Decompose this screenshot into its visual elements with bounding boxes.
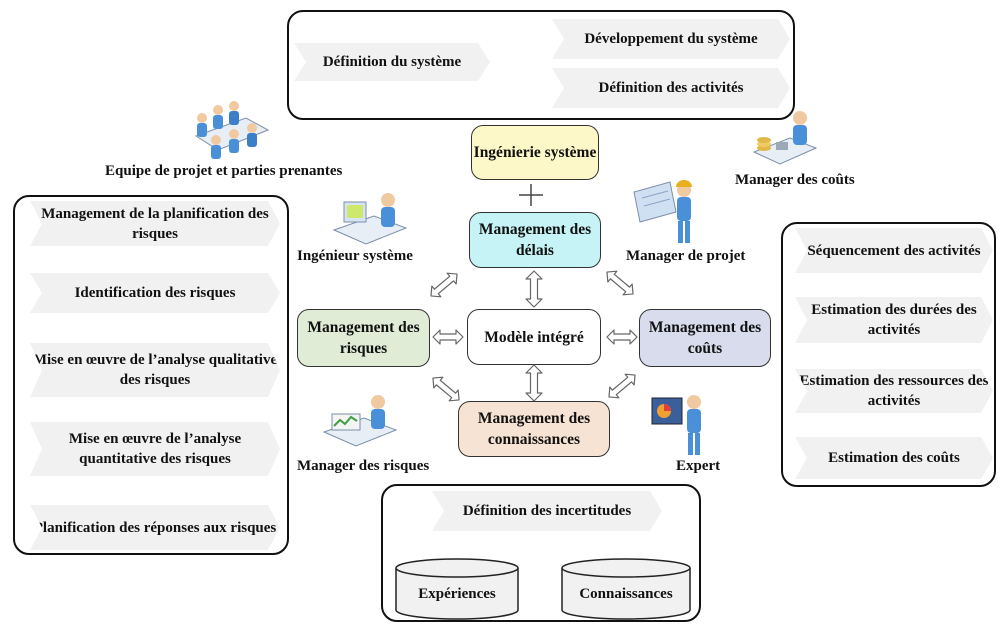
left-step-4: Mise en œuvre de l’analyse quantitative … <box>30 422 280 476</box>
expert-presentation-icon <box>651 395 701 455</box>
double-arrow-icon <box>606 329 638 345</box>
definition-systeme-label: Définition du système <box>322 54 462 70</box>
experiences-label: Expériences <box>418 586 496 602</box>
left-step-3-label: Mise en œuvre de l’analyse qualitative d… <box>32 352 278 388</box>
left-step-4-label: Mise en œuvre de l’analyse quantitative … <box>68 431 242 467</box>
management-connaissances-label: Management des connaissances <box>477 410 591 448</box>
definition-activites-step: Définition des activités <box>552 68 790 108</box>
manager-projet-role-label: Manager de projet <box>626 248 746 264</box>
meeting-team-icon <box>194 101 270 159</box>
left-step-5: Planification des réponses aux risques <box>30 505 280 550</box>
developpement-systeme-label: Développement du système <box>584 31 758 47</box>
plus-icon <box>519 184 543 206</box>
left-step-2-label: Identification des risques <box>74 285 236 301</box>
expert-role-label: Expert <box>676 458 721 474</box>
management-delais-box: Management des délais <box>469 212 601 268</box>
right-step-1: Séquencement des activités <box>795 228 993 273</box>
manager-risques-role-label: Manager des risques <box>297 458 430 474</box>
definition-activites-label: Définition des activités <box>598 80 744 96</box>
left-step-3: Mise en œuvre de l’analyse qualitative d… <box>30 343 280 397</box>
double-arrow-icon <box>432 376 460 402</box>
management-risques-box: Management des risques <box>297 309 430 367</box>
equipe-role-label: Equipe de projet et parties prenantes <box>105 163 343 179</box>
management-delais-label: Management des délais <box>478 221 592 259</box>
right-step-4-label: Estimation des coûts <box>828 450 960 466</box>
left-step-1-label: Management de la planification des risqu… <box>41 205 269 242</box>
right-step-1-label: Séquencement des activités <box>807 242 981 259</box>
management-connaissances-box: Management des connaissances <box>458 401 610 457</box>
definition-systeme-step: Définition du système <box>294 43 490 81</box>
left-step-2: Identification des risques <box>30 273 280 313</box>
double-arrow-icon <box>430 272 458 298</box>
left-step-5-label: Planification des réponses aux risques <box>33 519 277 536</box>
developpement-systeme-step: Développement du système <box>552 19 790 59</box>
ingenieur-role-label: Ingénieur système <box>297 248 413 264</box>
double-arrow-icon <box>525 270 543 308</box>
project-manager-blueprint-icon <box>633 180 692 243</box>
left-step-1: Management de la planification des risqu… <box>30 201 280 246</box>
accountant-icon <box>752 111 818 165</box>
connaissances-label: Connaissances <box>579 586 673 602</box>
double-arrow-icon <box>608 373 636 399</box>
right-step-2-label: Estimation des durées des activités <box>811 302 977 338</box>
double-arrow-icon <box>525 364 543 402</box>
modele-integre-label: Modèle intégré <box>484 328 584 346</box>
management-couts-label: Management des coûts <box>648 319 762 357</box>
right-step-3-label: Estimation des ressources des activités <box>799 373 989 409</box>
risk-analyst-icon <box>322 395 398 447</box>
definition-incertitudes-label: Définition des incertitudes <box>462 503 632 519</box>
manager-couts-role-label: Manager des coûts <box>735 172 855 188</box>
double-arrow-icon <box>606 270 634 296</box>
right-step-2: Estimation des durées des activités <box>795 297 993 343</box>
definition-incertitudes-step: Définition des incertitudes <box>432 491 662 531</box>
management-risques-label: Management des risques <box>307 319 420 357</box>
modele-integre-box: Modèle intégré <box>467 309 601 365</box>
ingenierie-systeme-box: Ingénierie système <box>471 125 599 180</box>
engineer-computer-icon <box>332 193 408 245</box>
ingenierie-systeme-label: Ingénierie système <box>473 144 597 161</box>
management-couts-box: Management des coûts <box>639 309 771 367</box>
double-arrow-icon <box>432 329 464 345</box>
right-step-3: Estimation des ressources des activités <box>795 369 993 413</box>
right-step-4: Estimation des coûts <box>795 437 993 479</box>
